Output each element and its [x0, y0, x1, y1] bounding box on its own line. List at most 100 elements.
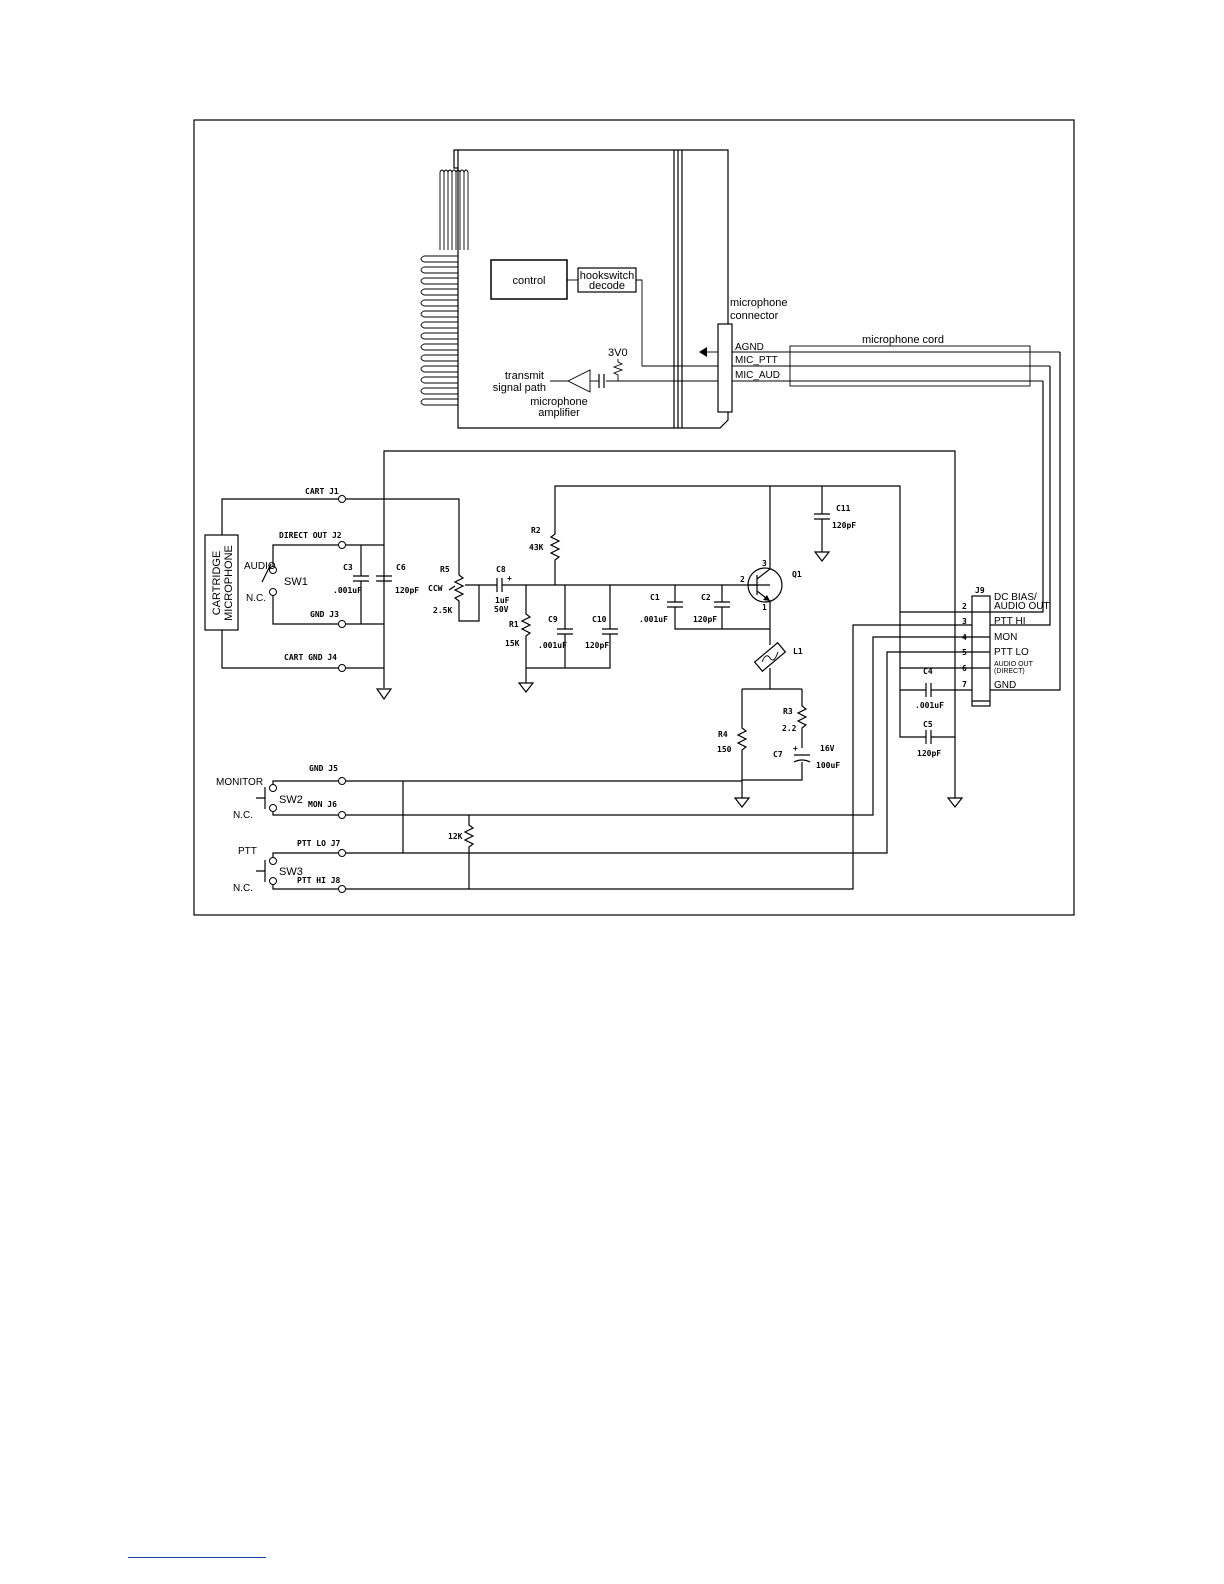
r2-value: 43K [529, 543, 544, 552]
r3-label: R3 [783, 707, 793, 716]
sw2-button[interactable] [256, 787, 266, 809]
j9-dc-bias-1: DC BIAS/ [994, 592, 1037, 603]
c5-label: C5 [923, 720, 933, 729]
j9-mon: MON [994, 632, 1017, 643]
sw3-button[interactable] [256, 860, 266, 882]
r4-label: R4 [718, 730, 728, 739]
j9-pin-2: 2 [962, 602, 967, 611]
r1-value: 15K [505, 639, 520, 648]
amplifier-label-1: microphone [530, 396, 587, 408]
r5-label: R5 [440, 565, 450, 574]
jack-j3-label: GND J3 [310, 610, 339, 619]
c8-value-2: 50V [494, 605, 509, 614]
sw1-lever[interactable] [261, 563, 272, 583]
jack-j4[interactable] [338, 664, 346, 672]
c8-value-1: 1uF [495, 596, 510, 605]
j9-dc-bias-2: AUDIO OUT [994, 601, 1050, 612]
jack-j1[interactable] [338, 495, 346, 503]
c7-plus: + [793, 744, 798, 753]
c11-label: C11 [836, 504, 851, 513]
jack-j3[interactable] [338, 620, 346, 628]
sw1-label: SW1 [284, 576, 308, 588]
c3-value: .001uF [333, 586, 362, 595]
amplifier-label-2: amplifier [538, 407, 580, 419]
jack-j6-label: MON J6 [308, 800, 337, 809]
r12k-label: 12K [448, 832, 463, 841]
sw3-label: SW3 [279, 866, 303, 878]
jack-j6[interactable] [338, 811, 346, 819]
jack-j7-label: PTT LO J7 [297, 839, 341, 848]
sw3-ptt-label: PTT [238, 846, 257, 857]
sw1-audio-label: AUDIO [244, 561, 276, 572]
c1-value: .001uF [639, 615, 668, 624]
r2-label: R2 [531, 526, 541, 535]
c8-label: C8 [496, 565, 506, 574]
jack-j2-label: DIRECT OUT J2 [279, 531, 342, 540]
j9-ptt-lo: PTT LO [994, 647, 1029, 658]
footer-rule [128, 1557, 266, 1558]
v3v0-label: 3V0 [608, 347, 628, 359]
transmit-label-1: transmit [505, 370, 544, 382]
sw3-nc-label: N.C. [233, 883, 253, 894]
hookswitch-label-1: hookswitch [580, 270, 634, 282]
amplifier-icon [566, 369, 591, 393]
sw2-label: SW2 [279, 794, 303, 806]
l1-inductor [753, 641, 787, 673]
r3-value: 2.2 [782, 724, 797, 733]
j9-pin-3: 3 [962, 617, 967, 626]
j9-label: J9 [975, 586, 985, 595]
jack-j8[interactable] [338, 885, 346, 893]
r5-value: 2.5K [433, 606, 452, 615]
sw1-nc-label: N.C. [246, 593, 266, 604]
sw2-nc-label: N.C. [233, 810, 253, 821]
mic-ptt-label: MIC_PTT [735, 355, 778, 366]
j9-audio-direct-2: (DIRECT) [994, 668, 1025, 675]
mic-connector-label-1: microphone [730, 297, 787, 309]
mic-aud-label: MIC_AUD [735, 370, 780, 381]
agnd-label: AGND [735, 342, 764, 353]
j9-connector [971, 595, 991, 707]
jack-j8-label: PTT HI J8 [297, 876, 341, 885]
q1-pin1: 1 [762, 603, 767, 612]
c6-value: 120pF [395, 586, 419, 595]
j9-pin-5: 5 [962, 648, 967, 657]
mic-connector [717, 323, 733, 413]
j9-pin-7: 7 [962, 680, 967, 689]
j9-audio-direct-1: AUDIO OUT [994, 661, 1034, 668]
c11-value: 120pF [832, 521, 856, 530]
c9-label: C9 [548, 615, 558, 624]
jack-j2[interactable] [338, 541, 346, 549]
q1-transistor [747, 486, 783, 645]
c1-label: C1 [650, 593, 660, 602]
mic-connector-label-2: connector [730, 310, 779, 322]
jack-j4-label: CART GND J4 [284, 653, 337, 662]
cartridge-label-2: MICROPHONE [223, 545, 235, 621]
r1-label: R1 [509, 620, 519, 629]
c4-value: .001uF [915, 701, 944, 710]
jack-j7[interactable] [338, 849, 346, 857]
c5-value: 120pF [917, 749, 941, 758]
jack-j5-label: GND J5 [309, 764, 338, 773]
l1-label: L1 [793, 647, 803, 656]
j9-gnd: GND [994, 680, 1016, 691]
q1-pin2: 2 [740, 575, 745, 584]
cord-wires [732, 345, 1060, 387]
c2-label: C2 [701, 593, 711, 602]
c10-label: C10 [592, 615, 607, 624]
c9-value: .001uF [538, 641, 567, 650]
jack-j5[interactable] [338, 777, 346, 785]
q1-pin3: 3 [762, 559, 767, 568]
control-label: control [512, 275, 545, 287]
c2-value: 120pF [693, 615, 717, 624]
diagram-frame [193, 119, 1075, 916]
q1-label: Q1 [792, 570, 802, 579]
c7-label: C7 [773, 750, 783, 759]
c4-label: C4 [923, 667, 933, 676]
c7-value-1: 16V [820, 744, 835, 753]
r4-value: 150 [717, 745, 732, 754]
cartridge-label-1: CARTRIDGE [211, 551, 223, 616]
transmit-label-2: signal path [493, 382, 546, 394]
r5-ccw: CCW [428, 584, 443, 593]
c8-plus: + [507, 574, 512, 583]
